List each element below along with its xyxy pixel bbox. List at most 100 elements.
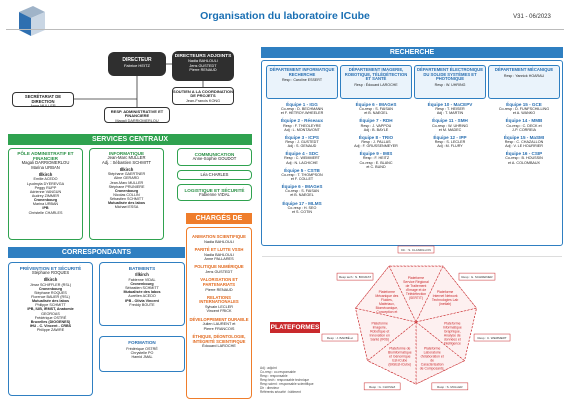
department-column: DÉPARTEMENT ÉLECTRONIQUE DU SOLIDE SYSTÈ… bbox=[414, 65, 486, 148]
pole-admin-lead: Marina URBAN bbox=[31, 164, 60, 170]
list-item: Chrystelle PO bbox=[130, 351, 154, 356]
list-item: Cronenbourg bbox=[114, 188, 139, 193]
mission-person: Édouard LAROCHE bbox=[202, 344, 236, 349]
mission-title: RELATIONS INTERNATIONALES bbox=[199, 294, 239, 305]
team-member: Adj : L. MONTAVONT bbox=[284, 127, 320, 132]
team-name: Équipe 15 - GCE bbox=[506, 102, 542, 107]
communication-box: COMMUNICATION Anne-Sophie GOUDOT bbox=[177, 148, 252, 166]
mission-person: Pierre FRANCOIS bbox=[203, 326, 235, 331]
list-item: Cronenbourg bbox=[38, 286, 63, 291]
list-item: Mutualisée des labos bbox=[107, 201, 146, 206]
team-member: Resp : T. HEISER bbox=[435, 107, 465, 112]
team-name: Équipe 17 - MLMS bbox=[282, 200, 322, 206]
list-item: Sébastien SCHMITT bbox=[109, 197, 144, 202]
team-member: Co-resp : H. SEO bbox=[287, 205, 317, 210]
team-member: et C. BUND bbox=[366, 164, 386, 169]
legend-line: Référents sécurité : bâtiment bbox=[260, 390, 301, 394]
list-item: Audrey ZIMMER bbox=[31, 193, 60, 198]
list-item: Cronenbourg bbox=[33, 198, 58, 203]
formation-title: FORMATION bbox=[128, 340, 156, 345]
legend-line: Co-resp : co-responsable bbox=[260, 370, 296, 374]
team-member: Adj : T. MARTIN bbox=[436, 111, 464, 116]
team-name: Équipe 6 - IMAGeS bbox=[355, 102, 397, 107]
resp-admin-name: Magali DARRIOMERLOU bbox=[115, 118, 159, 123]
plateforme-segment bbox=[388, 265, 444, 323]
informatique-title: INFORMATIQUE bbox=[108, 151, 145, 156]
mission-person: Jens GUSTEDT bbox=[205, 269, 233, 274]
team-member: Resp : J. VAPPOU bbox=[360, 123, 392, 128]
pole-admin-title: PÔLE ADMINISTRATIF ET FINANCIER bbox=[17, 151, 74, 162]
logistique-title: LOGISTIQUE ET SÉCURITÉ bbox=[184, 188, 245, 193]
mission-person: Sylvain LECLER bbox=[204, 305, 234, 310]
team-member: Co-resp : D. BECHMANN bbox=[280, 107, 323, 112]
plateforme-resp-box bbox=[473, 333, 511, 342]
team-name: Équipe 3 - ICPS bbox=[285, 134, 319, 140]
team-member: et F. HETROY-WHEELER bbox=[280, 111, 324, 116]
team-name: Équipe 12 - IPP bbox=[433, 134, 467, 140]
list-item: Jimar SCHIFFLER (RSL) bbox=[29, 282, 72, 287]
list-item: Jean-Marc MULLER bbox=[109, 180, 144, 185]
team-member: Co-resp : B. HOUSSIN bbox=[505, 156, 543, 161]
team-member: Co-resp : W. UHRING bbox=[431, 123, 469, 128]
team-member: Resp : C. CHAZALLON bbox=[504, 139, 544, 144]
team-member: et A. WANKO bbox=[512, 111, 536, 116]
team-member: Co-resp : S. FAISAN bbox=[285, 189, 319, 194]
team-name: Équipe 2 - Réseaux bbox=[280, 118, 324, 124]
adjoint-name: Nadia BAHLOULI bbox=[188, 59, 218, 64]
plateforme-resp-box bbox=[431, 382, 469, 391]
pole-admin-site: Illkirch bbox=[38, 171, 53, 177]
department-resp: Resp : Caroline ESSERT bbox=[281, 78, 323, 83]
batiments-site: Illkirch bbox=[135, 272, 149, 278]
team-member: Co-resp : E. BLANC bbox=[359, 160, 393, 165]
legend-line: Resp tech : responsable technique bbox=[260, 378, 310, 382]
mission-person: Julien LAURENT et bbox=[202, 322, 236, 327]
team-name: Équipe 6 - IMAGeS bbox=[281, 184, 323, 190]
plateformes-header: PLATEFORMES bbox=[270, 322, 320, 333]
mission-title: ANIMATION SCIENTIFIQUE bbox=[192, 234, 246, 239]
logistique-box: LOGISTIQUE ET SÉCURITÉ Fabienne VIDAL bbox=[177, 184, 252, 201]
informatique-box: INFORMATIQUE Jean-Marc MULLER Adj. : Séb… bbox=[89, 148, 164, 240]
list-item: Peggy RUPP bbox=[34, 185, 57, 190]
plateforme-segment bbox=[415, 265, 477, 323]
plateforme-resp: Resp : G. SCHREINER bbox=[461, 275, 493, 279]
resp-admin-box: RESP. ADMINISTRATIVE ET FINANCIERE Magal… bbox=[104, 107, 170, 123]
plateforme-resp-box bbox=[363, 382, 401, 391]
team-name: Équipe 5 - CSTB bbox=[284, 167, 320, 173]
logistique-name: Fabienne VIDAL bbox=[199, 192, 230, 198]
team-member: Co-resp : D. FUNFSCHILLING bbox=[498, 107, 550, 112]
legend-line: Dir : directeur bbox=[260, 386, 280, 390]
pole-admin-lead: Magali DARRIOMERLOU bbox=[21, 160, 70, 166]
list-item: Hamid JMAL bbox=[131, 355, 153, 360]
list-item: IPB, IUB, IRMST, Anatomie bbox=[27, 307, 74, 312]
list-item: Sébastien SCHMITT bbox=[125, 286, 159, 291]
list-item: Marina URBAN bbox=[32, 202, 59, 207]
plateforme-segment bbox=[355, 265, 417, 323]
department-column: DÉPARTEMENT IMAGERIE, ROBOTIQUE, TÉLÉDÉT… bbox=[340, 65, 412, 169]
list-item: Michael ESSA bbox=[114, 205, 139, 210]
plateforme-resp: Resp : S. MULLER bbox=[437, 385, 463, 389]
communication-title: COMMUNICATION bbox=[194, 152, 235, 157]
mission-person: Vincent FRICK bbox=[206, 309, 232, 314]
plateforme-resp: Dir. : S. CLANDILLON bbox=[401, 248, 431, 252]
plateforme-resp-box bbox=[336, 272, 374, 281]
recherche-header: RECHERCHE bbox=[261, 47, 563, 58]
mission-person: Pierre RENAUD bbox=[205, 287, 233, 292]
list-item: Freddy BOUTE bbox=[129, 302, 155, 307]
secretariat-title: SECRÉTARIAT DE DIRECTION bbox=[24, 94, 62, 104]
prevention-box: PRÉVENTION ET SÉCURITÉ Stéphane ROQUES I… bbox=[8, 262, 93, 396]
team-member: Resp : J. GUSTEDT bbox=[285, 139, 319, 144]
list-item: IHU - C. Vincent - CRBS bbox=[29, 323, 72, 328]
department-resp: Resp : W. UHRING bbox=[434, 83, 466, 88]
